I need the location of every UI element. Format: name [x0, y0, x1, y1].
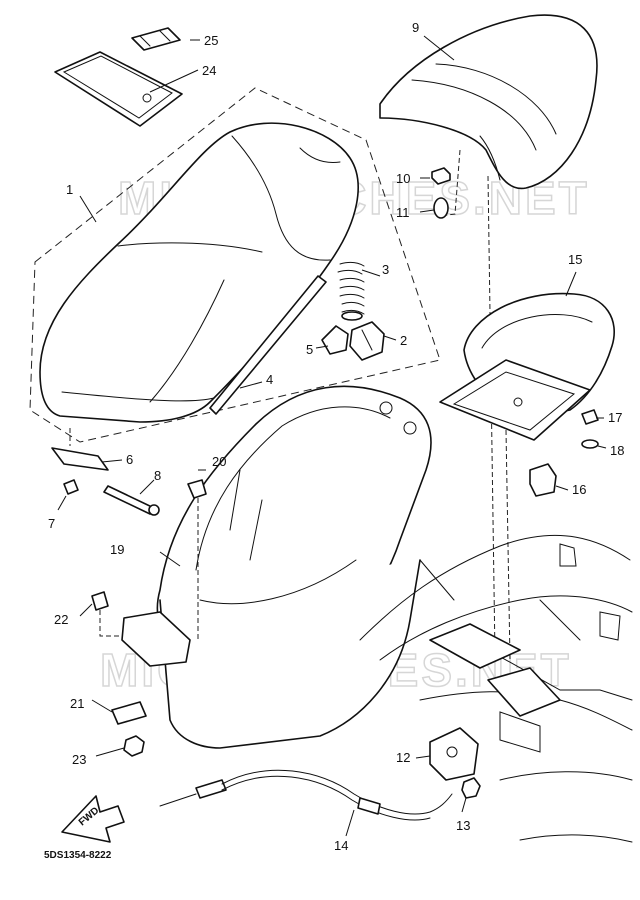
callout-5: 5 [306, 342, 313, 357]
part-4-strip [209, 275, 327, 415]
part-13-nut [461, 777, 481, 799]
callout-8: 8 [154, 468, 161, 483]
callout-3: 3 [382, 262, 389, 277]
callout-4: 4 [266, 372, 273, 387]
callout-7: 7 [48, 516, 55, 531]
callout-24: 24 [202, 63, 216, 78]
part-21-bracket [111, 701, 147, 725]
callout-10: 10 [396, 171, 410, 186]
part-19-storage-box [156, 385, 432, 749]
part-25-clip [131, 27, 181, 51]
callout-25: 25 [204, 33, 218, 48]
callout-21: 21 [70, 696, 84, 711]
part-7-bolt [63, 479, 79, 495]
seat-group-outline [29, 87, 441, 443]
part-14-cable [159, 769, 453, 821]
callout-14: 14 [334, 838, 348, 853]
part-11-damper [433, 197, 449, 219]
box-hinge-bracket [121, 611, 191, 667]
leader-lines [57, 35, 607, 837]
callout-2: 2 [400, 333, 407, 348]
part-15-rear-tray [439, 292, 615, 441]
part-22-bolt [91, 591, 109, 611]
diagram-code: 5DS1354-8222 [44, 850, 112, 861]
part-5-stopper [321, 325, 349, 355]
fwd-arrow-icon: FWD [61, 795, 125, 843]
callout-19: 19 [110, 542, 124, 557]
part-24-tray [54, 51, 183, 127]
part-10-bolt [431, 167, 451, 185]
part-9-rear-seat [379, 14, 598, 190]
callout-22: 22 [54, 612, 68, 627]
part-16-damper [529, 463, 557, 497]
part-6-hinge [51, 447, 109, 471]
part-18-washer [581, 439, 599, 449]
callout-17: 17 [608, 410, 622, 425]
part-1-seat [39, 122, 359, 423]
callout-23: 23 [72, 752, 86, 767]
callout-20: 20 [212, 454, 226, 469]
callout-9: 9 [412, 20, 419, 35]
assembly-line-vertical-2 [505, 429, 511, 661]
callout-11: 11 [396, 205, 410, 220]
callout-18: 18 [610, 443, 624, 458]
part-2-latch [349, 321, 385, 361]
part-20-bolt [187, 479, 207, 499]
callout-12: 12 [396, 750, 410, 765]
part-12-latch [429, 727, 479, 781]
callout-6: 6 [126, 452, 133, 467]
part-3-spring [337, 261, 365, 321]
part-8-pin [103, 485, 160, 516]
callout-16: 16 [572, 482, 586, 497]
callouts: 25 24 1 9 3 2 5 4 6 7 8 10 11 15 16 17 1… [48, 20, 624, 853]
part-17-bolt [581, 409, 599, 425]
callout-13: 13 [456, 818, 470, 833]
callout-1: 1 [66, 182, 73, 197]
frame [359, 534, 633, 843]
part-23-nut [123, 735, 145, 757]
callout-15: 15 [568, 252, 582, 267]
